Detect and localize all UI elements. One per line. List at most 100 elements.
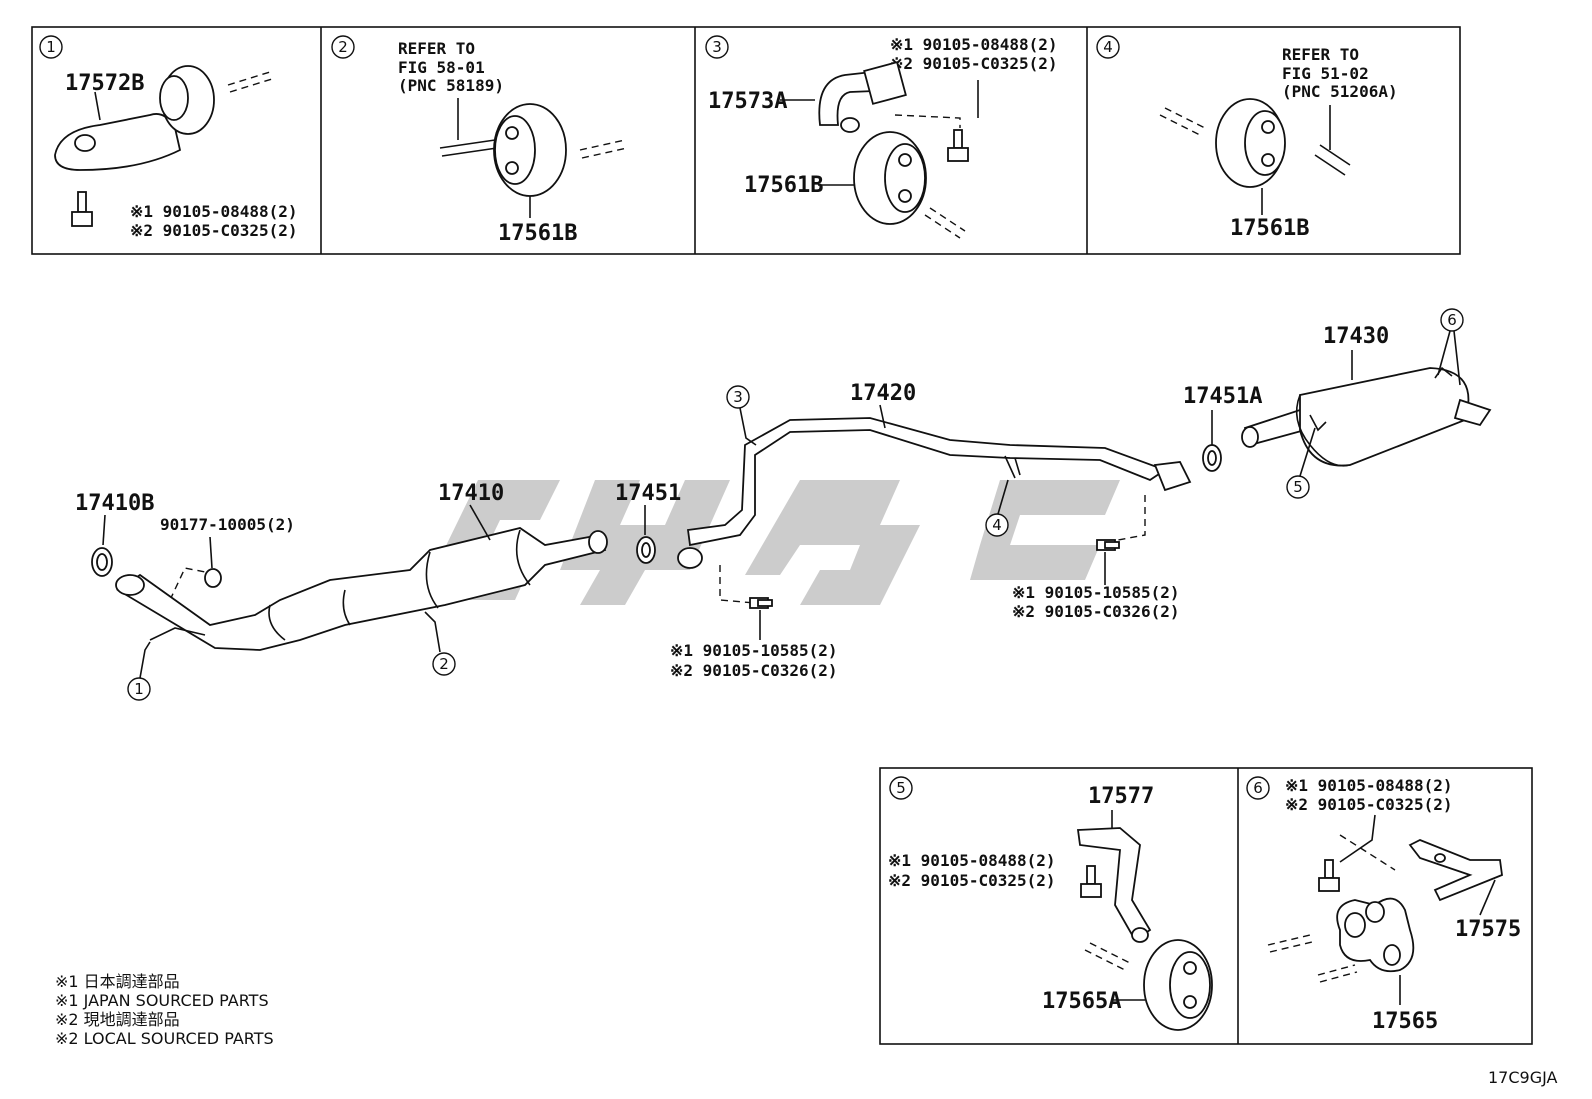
refer-line-3: (PNC 58189)	[398, 76, 504, 95]
detail-box-5: 5 17577 ※1 90105-08488(2) ※2 90105-C0325…	[888, 776, 1213, 1031]
leader-line	[102, 514, 106, 546]
callout-number: 4	[1103, 38, 1113, 56]
callout-number: 4	[992, 516, 1002, 534]
callout-circle	[39, 35, 63, 59]
detail-box-3: 3 ※1 90105-08488(2) ※2 90105-C0325(2) 17…	[705, 35, 1058, 239]
bolt-note-2: ※2 90105-C0325(2)	[888, 871, 1056, 890]
part-number: 17565A	[1042, 989, 1121, 1014]
callout-number: 2	[338, 38, 348, 56]
leader-line	[1479, 879, 1496, 916]
leader-line	[424, 611, 441, 653]
figure-code: 17C9GJA	[1488, 1068, 1558, 1087]
leader-line	[94, 91, 101, 121]
part-number: 17573A	[708, 89, 787, 114]
rubber-hanger-part	[1143, 939, 1213, 1031]
pipe-dash	[227, 71, 271, 86]
muffler-part	[1241, 366, 1492, 467]
legend-line-3: ※2 現地調達部品	[55, 1010, 180, 1029]
pipe-dash	[924, 207, 966, 239]
callout-number: 6	[1447, 311, 1457, 329]
gasket-part	[91, 547, 113, 577]
pipe-dash	[1267, 934, 1313, 953]
callout-circle	[331, 35, 355, 59]
part-number: 17577	[1088, 784, 1154, 809]
refer-line-2: FIG 51-02	[1282, 64, 1369, 83]
leader-line	[739, 407, 757, 446]
pipe-dash	[1317, 964, 1358, 983]
part-number: 17561B	[498, 221, 577, 246]
bolt-icon	[947, 129, 969, 162]
dash-link	[1117, 495, 1146, 541]
pipe-dash	[1084, 942, 1131, 971]
bolt-note-2: ※2 90105-C0325(2)	[130, 221, 298, 240]
main-assembly: 17410B 90177-10005(2) 17410 1 2	[75, 308, 1492, 701]
gasket-part	[1202, 444, 1222, 472]
bolt-note-1: ※1 90105-08488(2)	[130, 202, 298, 221]
bolt-icon	[749, 597, 773, 609]
pipe-stub	[1314, 105, 1351, 176]
callout-number: 1	[134, 680, 144, 698]
callout-circle	[1246, 776, 1270, 800]
callout-circle	[1096, 35, 1120, 59]
rubber-hanger-part	[1215, 98, 1286, 188]
leader-line	[209, 536, 213, 569]
detail-row-frame	[31, 26, 1461, 255]
bolt-icon	[71, 191, 93, 227]
bolt-note-2: ※2 90105-C0325(2)	[890, 54, 1058, 73]
bolt-note-b2: ※2 90105-C0326(2)	[1012, 602, 1180, 621]
part-17451: 17451	[615, 481, 681, 506]
bolt-note-b1: ※1 90105-10585(2)	[1012, 583, 1180, 602]
callout-circle	[985, 513, 1009, 537]
pipe-dash	[229, 78, 273, 93]
leader-line	[879, 404, 886, 429]
part-number: 17561B	[744, 173, 823, 198]
detail-box-2: 2 REFER TO FIG 58-01 (PNC 58189) 17561B	[331, 35, 628, 246]
detail-box-4: 4 REFER TO FIG 51-02 (PNC 51206A) 17561B	[1096, 35, 1398, 241]
refer-line-1: REFER TO	[1282, 45, 1359, 64]
leader-line	[1339, 814, 1376, 863]
leader-line	[469, 504, 491, 541]
pipe-dash	[579, 139, 628, 159]
refer-line-3: (PNC 51206A)	[1282, 82, 1398, 101]
nut-icon	[204, 568, 222, 588]
callout-number: 2	[439, 655, 449, 673]
dash-link	[1339, 834, 1396, 871]
callout-circle	[1286, 475, 1310, 499]
hanger-bracket-part	[54, 65, 215, 171]
detail-row-frame-bottom	[879, 767, 1533, 1045]
refer-line-1: REFER TO	[398, 39, 475, 58]
part-17420: 17420	[850, 381, 916, 406]
legend: ※1 日本調達部品 ※1 JAPAN SOURCED PARTS ※2 現地調達…	[55, 972, 274, 1048]
bolt-note-2: ※2 90105-C0325(2)	[1285, 795, 1453, 814]
callout-circle	[127, 677, 151, 701]
callout-number: 6	[1253, 779, 1263, 797]
part-number: 17572B	[65, 71, 144, 96]
dash-link	[894, 114, 961, 128]
rubber-hanger-part	[853, 131, 927, 225]
refer-line-2: FIG 58-01	[398, 58, 485, 77]
callout-circle	[889, 776, 913, 800]
callout-number: 3	[733, 388, 743, 406]
legend-line-1: ※1 日本調達部品	[55, 972, 180, 991]
part-number: 17561B	[1230, 216, 1309, 241]
bolt-icon	[1318, 859, 1340, 892]
callout-number: 3	[712, 38, 722, 56]
bolt-note-a2: ※2 90105-C0326(2)	[670, 661, 838, 680]
rubber-hanger-part	[493, 103, 567, 197]
bolt-note-1: ※1 90105-08488(2)	[890, 35, 1058, 54]
callout-number: 5	[896, 779, 906, 797]
pipe-dash	[1159, 107, 1206, 136]
hanger-pipe-part	[818, 61, 907, 133]
rubber-hanger-part	[1336, 897, 1415, 973]
callout-circle	[432, 652, 456, 676]
part-number: 17575	[1455, 917, 1521, 942]
leader-line	[1437, 330, 1461, 386]
bolt-note-1: ※1 90105-08488(2)	[1285, 776, 1453, 795]
callout-circle	[705, 35, 729, 59]
bolt-icon	[1096, 539, 1120, 551]
callout-circle	[726, 385, 750, 409]
part-number: 17565	[1372, 1009, 1438, 1034]
legend-line-4: ※2 LOCAL SOURCED PARTS	[55, 1029, 274, 1048]
detail-box-1: 1 17572B ※1 90105-08488(2) ※2 90105-C032…	[39, 35, 298, 240]
callout-circle	[1440, 308, 1464, 332]
